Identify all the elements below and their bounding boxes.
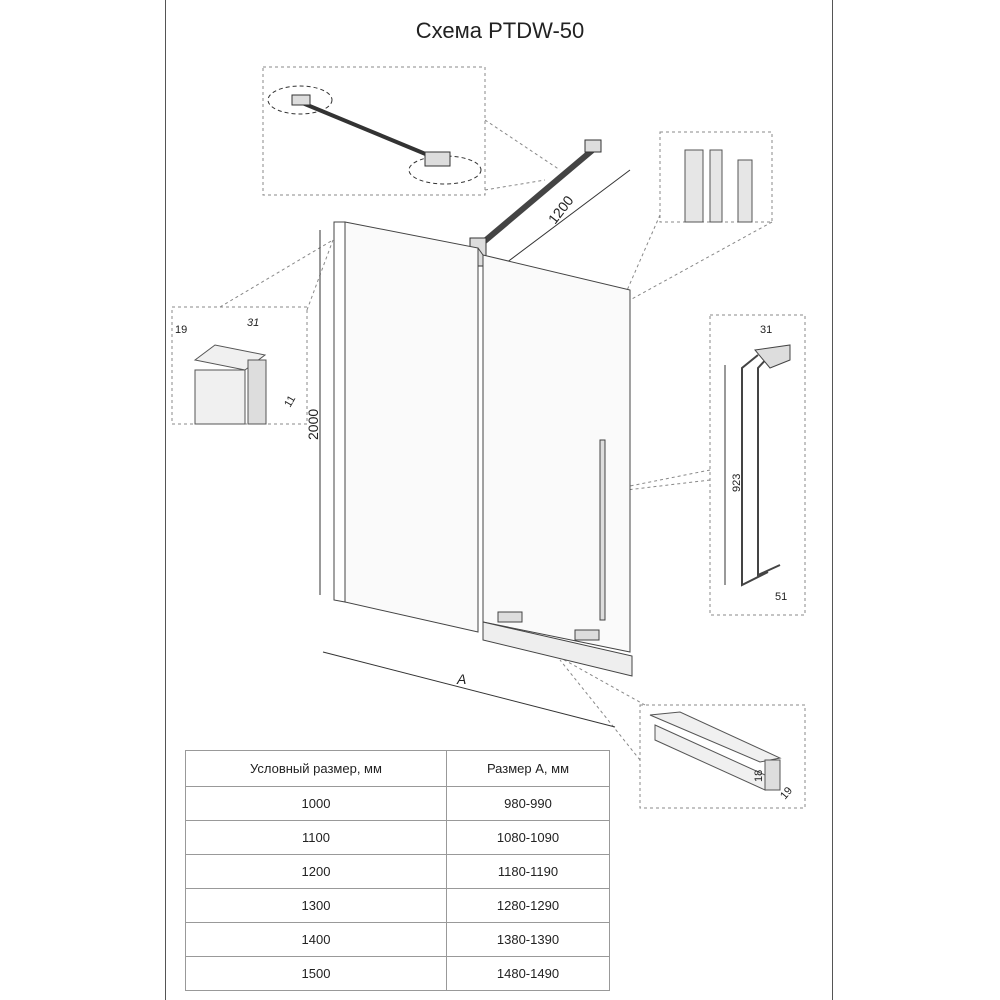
column-header: Размер А, мм	[445, 750, 611, 787]
handle-length-label: 923	[731, 474, 743, 492]
size-a-cell: 1180-1190	[445, 854, 611, 889]
nominal-size-cell: 1300	[185, 888, 447, 923]
bottom-profile-detail-box	[639, 704, 806, 809]
brace-length-label: 1200	[545, 192, 577, 227]
size-a-cell: 1380-1390	[445, 922, 611, 957]
column-header: Условный размер, мм	[185, 750, 447, 787]
height-label: 2000	[305, 409, 321, 440]
size-a-cell: 1480-1490	[445, 956, 611, 991]
seal-profile-detail	[684, 149, 753, 223]
diagram-title: Схема PTDW-50	[415, 18, 585, 43]
nominal-size-cell: 1200	[185, 854, 447, 889]
size-a-cell: 1080-1090	[445, 820, 611, 855]
handle-depth-label: 51	[775, 591, 787, 603]
page-frame	[165, 0, 833, 1000]
brace-detail	[267, 85, 482, 185]
wall-profile-detail	[193, 344, 267, 425]
size-a-cell: 1280-1290	[445, 888, 611, 923]
nominal-size-cell: 1000	[185, 786, 447, 821]
bottom-profile-depth-label: 19	[778, 785, 795, 802]
nominal-size-cell: 1400	[185, 922, 447, 957]
width-label: A	[456, 671, 466, 687]
wall-brace	[469, 139, 602, 267]
brace-dimension-line	[489, 169, 631, 276]
nominal-size-cell: 1500	[185, 956, 447, 991]
width-dimension-line	[322, 651, 616, 728]
wall-profile-depth-label: 19	[175, 324, 187, 336]
table-header-row: Условный размер, мм Размер А, мм	[185, 750, 611, 787]
nominal-size-cell: 1100	[185, 820, 447, 855]
size-a-cell: 980-990	[445, 786, 611, 821]
handle-width-label: 31	[760, 324, 772, 336]
bottom-profile-height-label: 18	[753, 770, 765, 782]
handle-detail	[741, 344, 791, 587]
glass-panels	[333, 221, 633, 677]
brace-detail-box	[262, 66, 486, 196]
bottom-profile-detail	[649, 711, 782, 791]
wall-profile-gap-label: 11	[282, 394, 298, 410]
wall-profile-width-label: 31	[247, 317, 259, 329]
